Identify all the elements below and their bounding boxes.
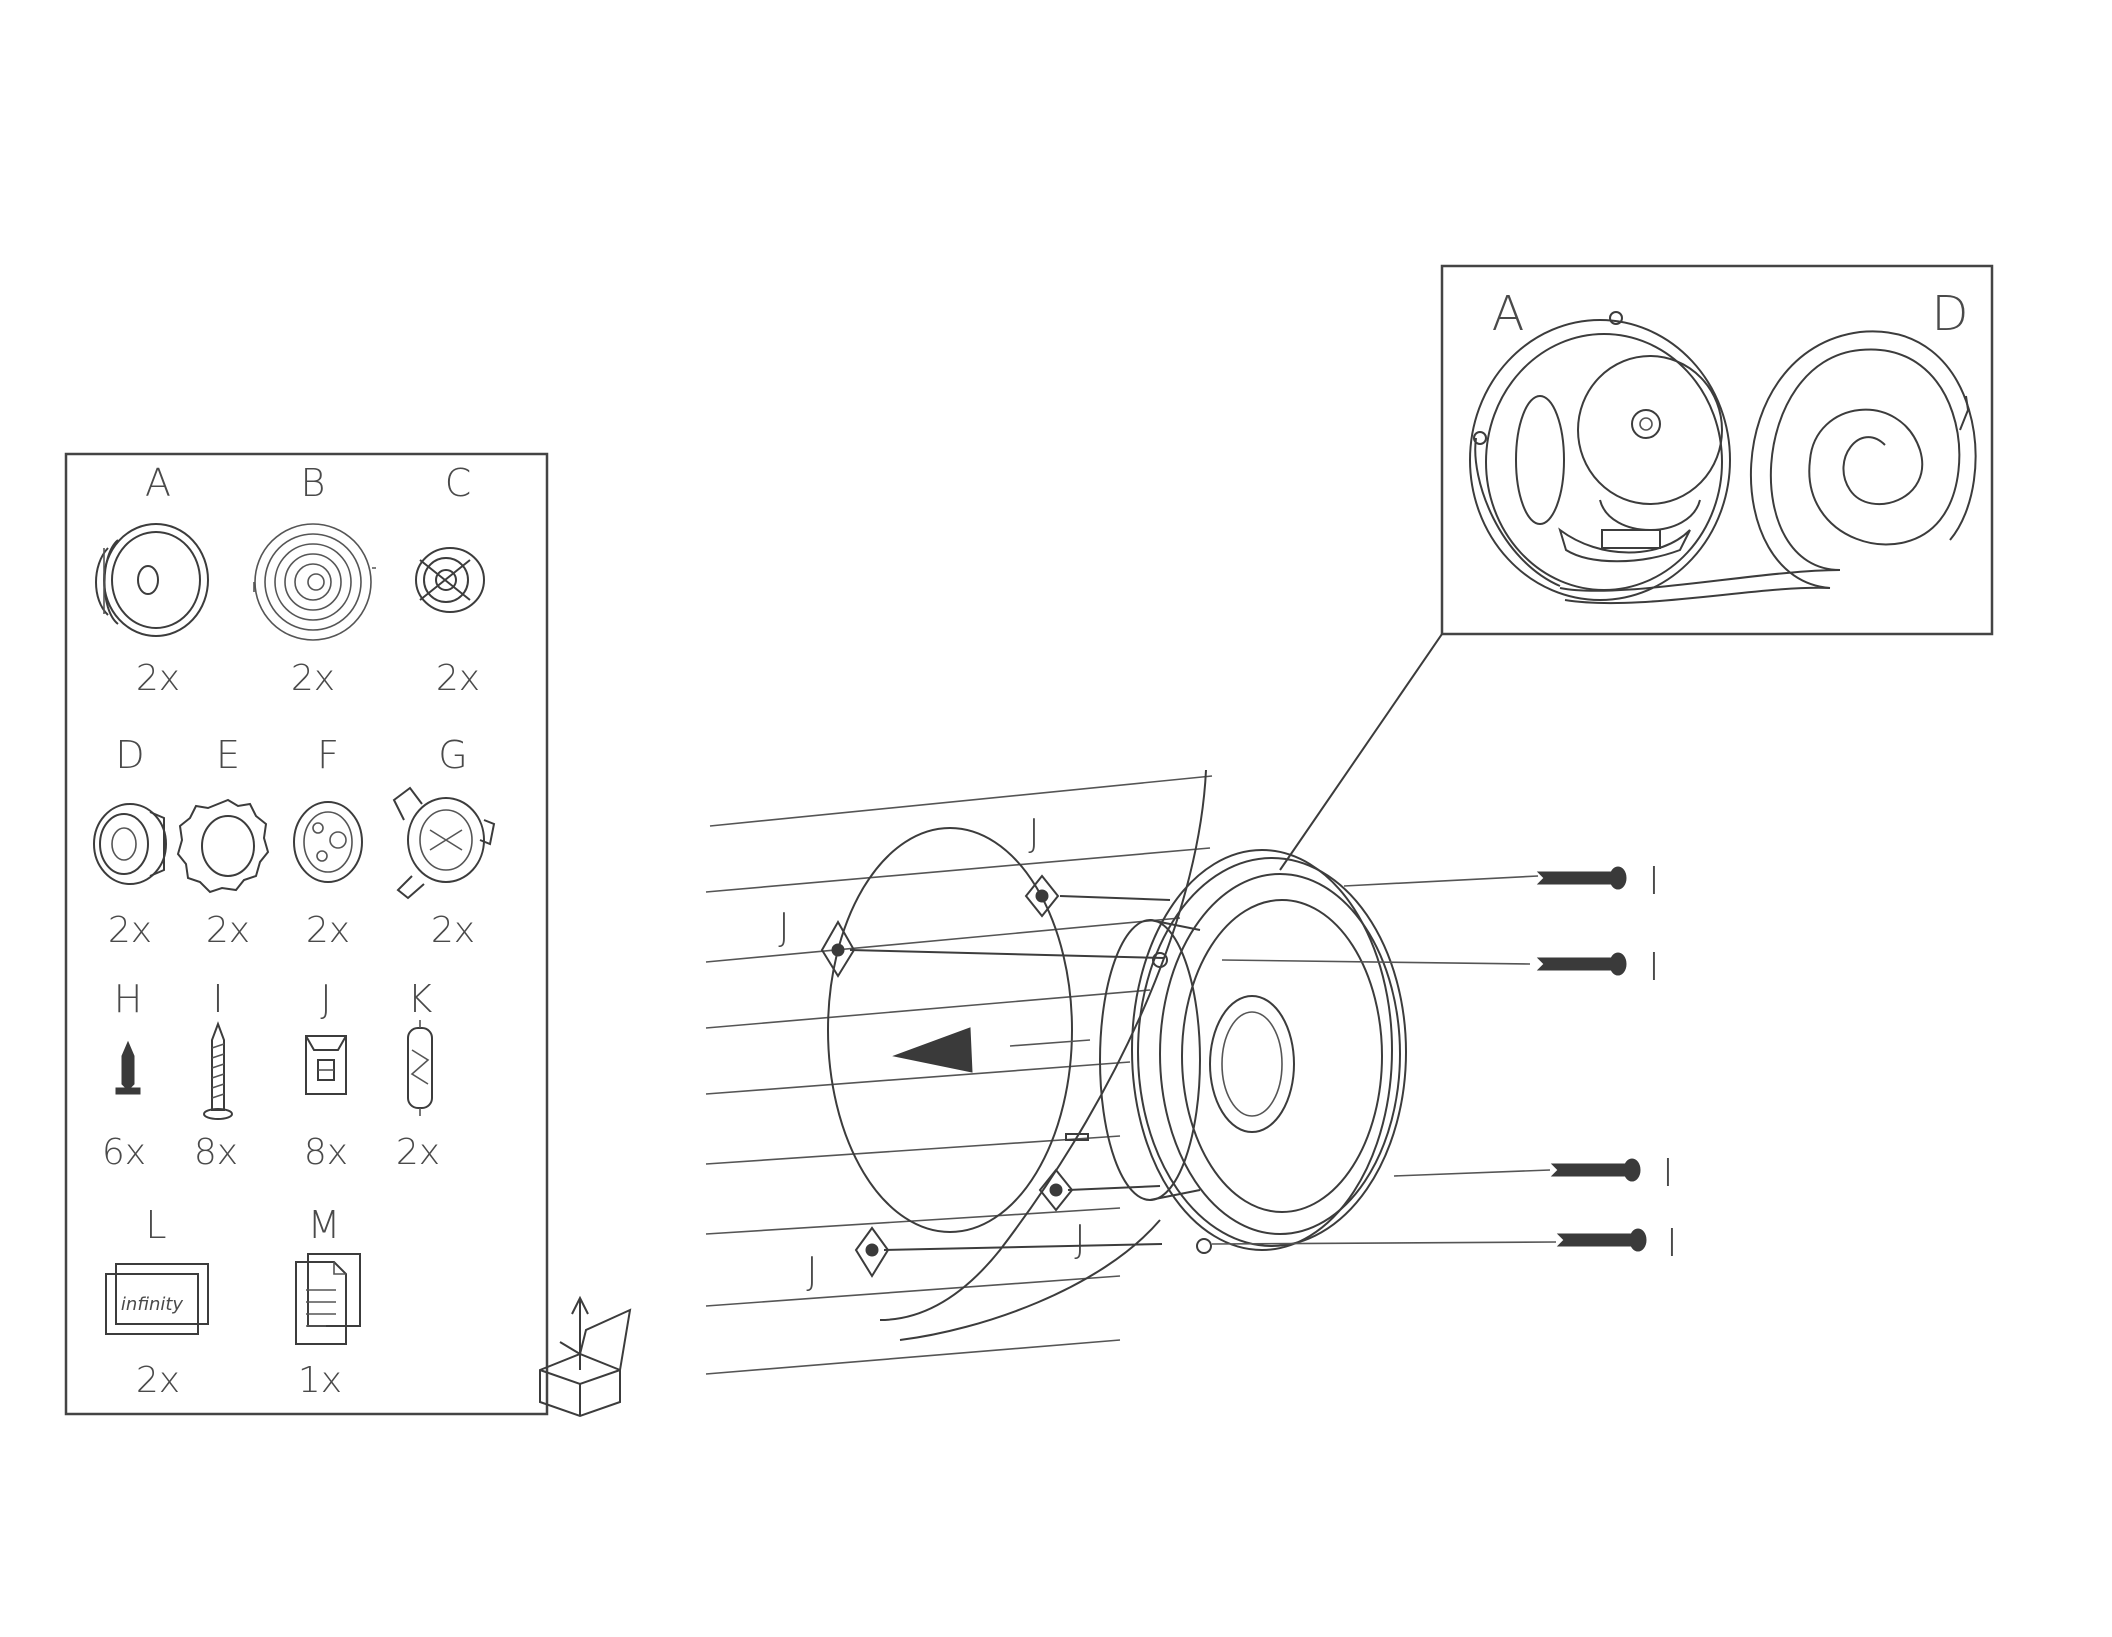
crossover-icon (408, 1020, 432, 1116)
inset-woofer-icon (1470, 312, 1730, 600)
clip-label-top-left: J (778, 905, 789, 949)
part-label-c: C (445, 461, 472, 505)
inset-label-a: A (1492, 286, 1525, 342)
part-qty-e: 2x (206, 910, 250, 951)
part-qty-g: 2x (431, 910, 475, 951)
part-qty-h: 6x (102, 1132, 146, 1173)
trim-ring-icon (178, 800, 268, 892)
spiral-gasket-icon (254, 524, 376, 640)
detail-inset-frame (1442, 266, 1992, 634)
mounting-screw-3 (1394, 1159, 1640, 1181)
surface-mount-cup-icon (294, 802, 362, 882)
logo-badge-icon: infinity (106, 1264, 208, 1334)
mounting-screw-1 (1344, 867, 1626, 889)
part-qty-i: 8x (194, 1132, 238, 1173)
part-qty-c: 2x (436, 658, 480, 699)
part-qty-d: 2x (108, 910, 152, 951)
woofer-speaker-icon (1066, 850, 1406, 1253)
angle-mount-icon (394, 788, 494, 898)
screw-label-1: I (1648, 859, 1659, 903)
mounting-screw-2 (1222, 953, 1626, 975)
part-label-g: G (438, 733, 467, 777)
clip-label-top-right: J (1028, 811, 1039, 855)
manual-icon (296, 1254, 360, 1344)
part-label-m: M (308, 1203, 341, 1247)
woofer-icon (96, 524, 208, 636)
insert-arrow-icon (894, 1028, 972, 1072)
part-label-l: L (145, 1203, 166, 1247)
part-label-b: B (301, 461, 326, 505)
flush-mount-cup-icon (94, 804, 166, 884)
long-screw-icon (204, 1024, 232, 1119)
part-label-h: H (114, 977, 143, 1021)
badge-text: infinity (121, 1294, 184, 1315)
part-qty-a: 2x (136, 658, 180, 699)
part-qty-l: 2x (136, 1360, 180, 1401)
screw-label-4: I (1666, 1221, 1677, 1265)
clip-label-bottom-right: J (1074, 1217, 1085, 1261)
clip-top-right (1026, 876, 1058, 916)
part-qty-m: 1x (298, 1360, 342, 1401)
package-box-icon (540, 1298, 630, 1416)
door-panel-lines (706, 770, 1212, 1374)
part-label-a: A (145, 461, 171, 505)
clip-label-bottom-left: J (806, 1249, 817, 1293)
part-qty-f: 2x (306, 910, 350, 951)
assembly-view: J J J J (706, 770, 1678, 1374)
clip-bottom-right (1040, 1170, 1072, 1210)
inset-spiral-gasket-icon (1751, 331, 1976, 588)
part-qty-j: 8x (304, 1132, 348, 1173)
part-label-i: I (212, 977, 223, 1021)
screw-label-3: I (1662, 1151, 1673, 1195)
tweeter-icon (416, 548, 484, 612)
inset-leader-line (1280, 634, 1442, 870)
part-label-f: F (317, 733, 339, 777)
part-qty-b: 2x (291, 658, 335, 699)
mounting-hole (828, 828, 1072, 1232)
small-screw-icon (116, 1042, 140, 1094)
part-label-e: E (216, 733, 240, 777)
clip-bottom-left (856, 1228, 888, 1276)
parts-panel: A B C 2x 2x 2x (66, 454, 547, 1414)
speed-clip-icon (306, 1036, 346, 1094)
part-label-j: J (320, 977, 331, 1021)
inset-label-d: D (1932, 286, 1969, 342)
part-label-k: K (408, 977, 433, 1021)
part-label-d: D (115, 733, 144, 777)
screw-label-2: I (1648, 945, 1659, 989)
detail-inset: A D (1442, 266, 1992, 634)
part-qty-k: 2x (396, 1132, 440, 1173)
